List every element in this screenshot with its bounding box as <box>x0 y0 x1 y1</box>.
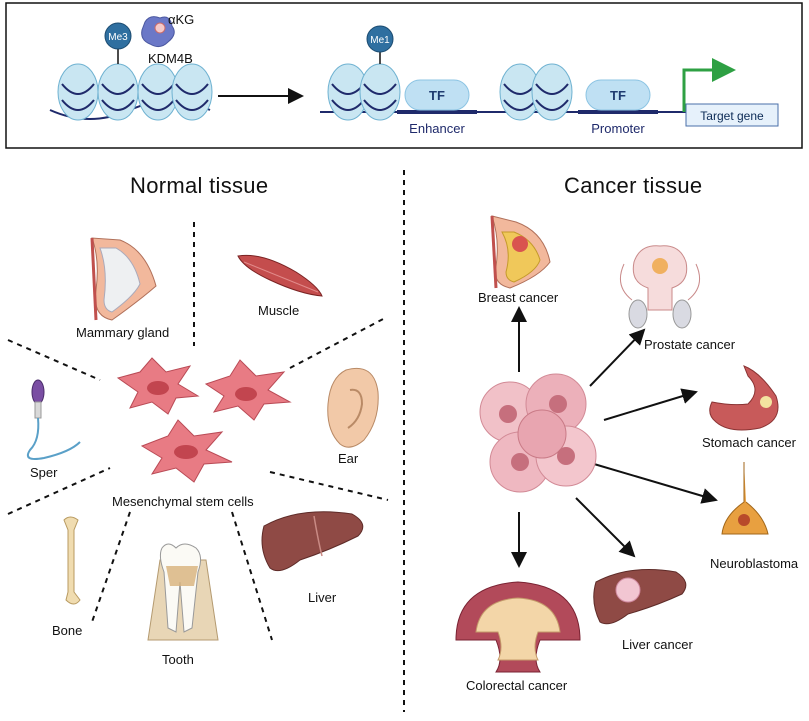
nucleosome <box>57 63 99 121</box>
target-gene-label: Target gene <box>700 109 764 123</box>
msc-label: Mesenchymal stem cells <box>112 494 254 509</box>
enhancer-region <box>397 110 477 114</box>
kdm4b-enzyme-icon <box>141 16 175 48</box>
tf-promoter-label: TF <box>610 88 626 103</box>
liver-cancer-label: Liver cancer <box>622 637 693 652</box>
tf-enhancer-bubble <box>404 79 470 111</box>
akg-label: αKG <box>168 12 194 27</box>
kdm4b-label: KDM4B <box>148 51 193 66</box>
breast-cancer-icon <box>490 215 551 289</box>
neuroblastoma-label: Neuroblastoma <box>710 556 799 571</box>
normal-tissue-title: Normal tissue <box>130 173 269 198</box>
promoter-label: Promoter <box>591 121 645 136</box>
stomach-cancer-label: Stomach cancer <box>702 435 796 450</box>
tooth-label: Tooth <box>162 652 194 667</box>
cancer-tissue-title: Cancer tissue <box>564 173 703 198</box>
mammary-gland-icon <box>90 237 157 321</box>
prostate-cancer-label: Prostate cancer <box>644 337 736 352</box>
enhancer-label: Enhancer <box>409 121 465 136</box>
bone-label: Bone <box>52 623 83 638</box>
me1-mark <box>366 25 394 53</box>
nucleosome <box>97 63 139 121</box>
nucleosome-cluster-trimethylated <box>57 63 213 121</box>
msc-cell <box>116 357 200 415</box>
nucleosome-pair-promoter <box>499 63 573 121</box>
sperm-icon <box>26 379 81 460</box>
ear-label: Ear <box>338 451 359 466</box>
tf-promoter-bubble <box>585 79 651 111</box>
muscle-icon <box>237 254 323 297</box>
nucleosome-pair-enhancer <box>327 63 401 121</box>
mechanism-panel <box>5 2 803 149</box>
bone-icon <box>63 516 81 605</box>
tooth-icon <box>147 543 219 641</box>
msc-cell <box>140 419 233 483</box>
stomach-cancer-icon <box>709 365 779 431</box>
muscle-label: Muscle <box>258 303 300 318</box>
liver-icon <box>261 511 364 572</box>
me3-mark <box>104 22 132 50</box>
ear-icon <box>327 367 379 448</box>
breast-cancer-label: Breast cancer <box>478 290 559 305</box>
sperm-label: Sper <box>30 465 58 480</box>
transcription-start-arrow <box>682 58 736 112</box>
liver-label: Liver <box>308 590 337 605</box>
sector-dividers <box>7 222 389 641</box>
neuroblastoma-icon <box>721 462 769 535</box>
target-gene-box <box>685 103 779 127</box>
msc-cell <box>204 359 292 421</box>
mammary-gland-label: Mammary gland <box>76 325 170 340</box>
colorectal-cancer-icon <box>455 581 581 673</box>
liver-cancer-icon <box>593 569 687 625</box>
tumor-cell-cluster-icon <box>479 373 597 493</box>
tf-enhancer-label: TF <box>429 88 445 103</box>
prostate-cancer-icon <box>619 245 701 329</box>
me3-label: Me3 <box>108 32 128 43</box>
colorectal-cancer-label: Colorectal cancer <box>466 678 568 693</box>
promoter-region <box>578 110 658 114</box>
nucleosome <box>171 63 213 121</box>
me1-label: Me1 <box>370 35 390 46</box>
cancer-arrows <box>511 306 718 568</box>
